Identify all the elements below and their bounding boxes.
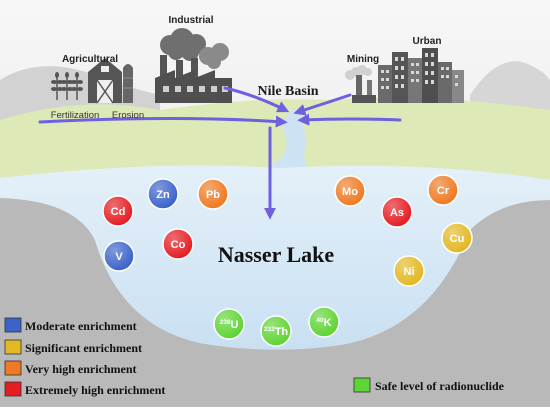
industrial-label: Industrial <box>168 15 213 26</box>
element-cu-label: Cu <box>450 233 465 245</box>
legend-item-moderate: Moderate enrichment <box>4 317 137 333</box>
legend-swatch-safe <box>353 377 371 393</box>
fertilization-label: Fertilization <box>51 110 100 121</box>
element-ni: Ni <box>393 255 425 287</box>
legend-label-safe: Safe level of radionuclide <box>375 379 505 393</box>
radionuclide-u-label: 238U <box>220 319 239 331</box>
industrial-factory-icon <box>155 28 232 103</box>
u-symbol: U <box>230 319 238 331</box>
element-pb: Pb <box>197 178 229 210</box>
radionuclide-u: 238U <box>213 308 245 340</box>
legend-label-very-high: Very high enrichment <box>25 362 137 376</box>
k-symbol: K <box>324 317 332 329</box>
nile-basin-label: Nile Basin <box>257 84 318 99</box>
mining-icon <box>345 65 376 103</box>
urban-label: Urban <box>413 36 442 47</box>
legend-item-safe: Safe level of radionuclide <box>353 377 505 393</box>
element-cu: Cu <box>441 222 473 254</box>
element-zn-label: Zn <box>156 189 170 201</box>
element-cr: Cr <box>427 174 459 206</box>
mining-label: Mining <box>347 54 379 65</box>
radionuclide-th: 232Th <box>260 315 292 347</box>
element-cr-label: Cr <box>437 185 450 197</box>
legend-swatch-very-high <box>4 360 22 376</box>
legend-item-significant: Significant enrichment <box>4 339 142 355</box>
erosion-label: Erosion <box>112 110 144 121</box>
element-co: Co <box>162 228 194 260</box>
legend-item-extremely-high: Extremely high enrichment <box>4 381 165 397</box>
element-mo: Mo <box>334 175 366 207</box>
element-cd: Cd <box>102 195 134 227</box>
legend-swatch-moderate <box>4 317 22 333</box>
arrow-agricultural <box>38 115 288 128</box>
th-mass-number: 232 <box>264 326 275 333</box>
radionuclide-k-label: 40K <box>316 317 331 329</box>
flow-arrows <box>38 86 402 220</box>
element-mo-label: Mo <box>342 186 358 198</box>
k-mass-number: 40 <box>316 317 324 324</box>
legend-item-very-high: Very high enrichment <box>4 360 137 376</box>
u-mass-number: 238 <box>220 319 231 326</box>
arrow-industrial <box>223 86 290 113</box>
radionuclide-th-label: 232Th <box>264 326 289 338</box>
nasser-lake-label: Nasser Lake <box>218 242 335 267</box>
agricultural-icon <box>51 58 133 104</box>
legend-swatch-significant <box>4 339 22 355</box>
element-v: V <box>103 240 135 272</box>
legend: Moderate enrichment Significant enrichme… <box>4 317 505 397</box>
legend-label-significant: Significant enrichment <box>25 341 142 355</box>
element-pb-label: Pb <box>206 189 220 201</box>
ground <box>0 198 550 407</box>
arrow-urban <box>297 113 402 126</box>
element-co-label: Co <box>171 239 186 251</box>
arrow-mining <box>293 93 352 116</box>
element-ni-label: Ni <box>404 266 415 278</box>
element-v-label: V <box>115 251 123 263</box>
legend-label-extremely-high: Extremely high enrichment <box>25 383 165 397</box>
element-as-label: As <box>390 207 404 219</box>
legend-label-moderate: Moderate enrichment <box>25 319 137 333</box>
radionuclide-k: 40K <box>308 306 340 338</box>
th-symbol: Th <box>275 326 289 338</box>
element-cd-label: Cd <box>111 206 126 218</box>
urban-city-icon <box>378 48 464 103</box>
agricultural-label: Agricultural <box>62 54 118 65</box>
legend-swatch-extremely-high <box>4 381 22 397</box>
element-zn: Zn <box>147 178 179 210</box>
element-as: As <box>381 196 413 228</box>
